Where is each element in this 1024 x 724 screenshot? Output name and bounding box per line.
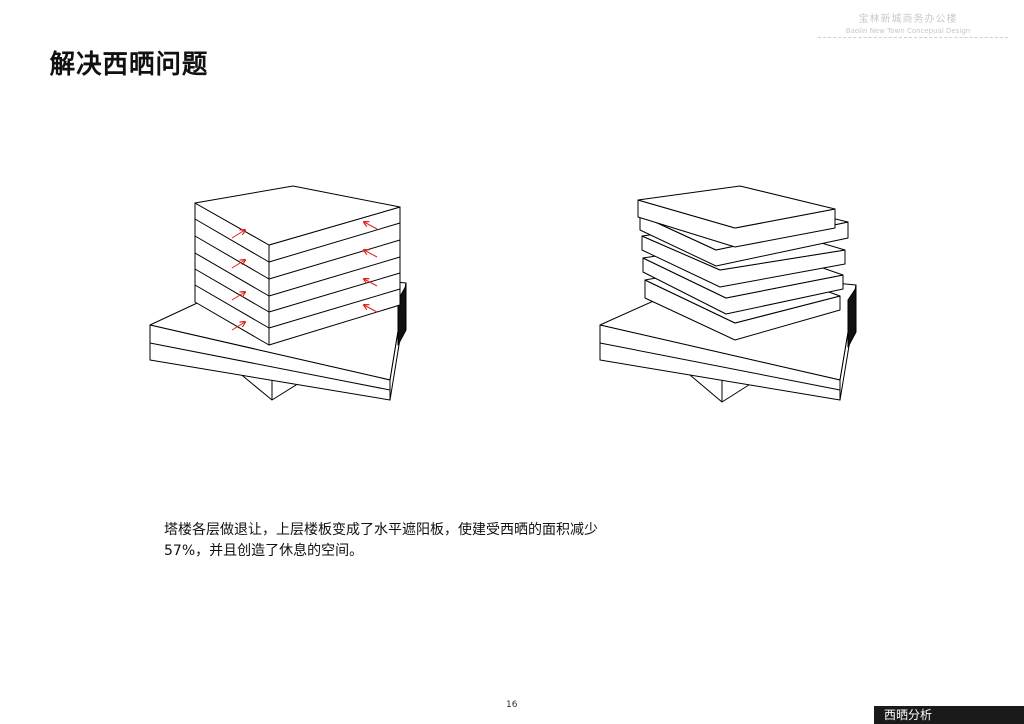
diagram-flush-tower bbox=[149, 185, 407, 401]
tower-roof bbox=[637, 185, 836, 229]
header-divider bbox=[818, 37, 1008, 38]
project-name-en: Baolin New Town Concepual Design bbox=[845, 27, 971, 35]
sun-arrows bbox=[231, 222, 378, 331]
diagram-staggered-tower bbox=[599, 185, 857, 403]
project-name-cn: 宝林新城商务办公楼 bbox=[858, 14, 958, 25]
caption: 塔楼各层做退让，上层楼板变成了水平遮阳板，使建受西晒的面积减少 57%，并且创造… bbox=[164, 520, 598, 562]
page-title: 解决西晒问题 bbox=[49, 50, 209, 80]
section-tab: 西晒分析 bbox=[874, 706, 1024, 724]
caption-line-2: 57%，并且创造了休息的空间。 bbox=[164, 543, 364, 559]
caption-line-1: 塔楼各层做退让，上层楼板变成了水平遮阳板，使建受西晒的面积减少 bbox=[164, 522, 598, 538]
header-project: 宝林新城商务办公楼 Baolin New Town Concepual Desi… bbox=[816, 10, 1000, 35]
page-number: 16 bbox=[506, 700, 518, 710]
